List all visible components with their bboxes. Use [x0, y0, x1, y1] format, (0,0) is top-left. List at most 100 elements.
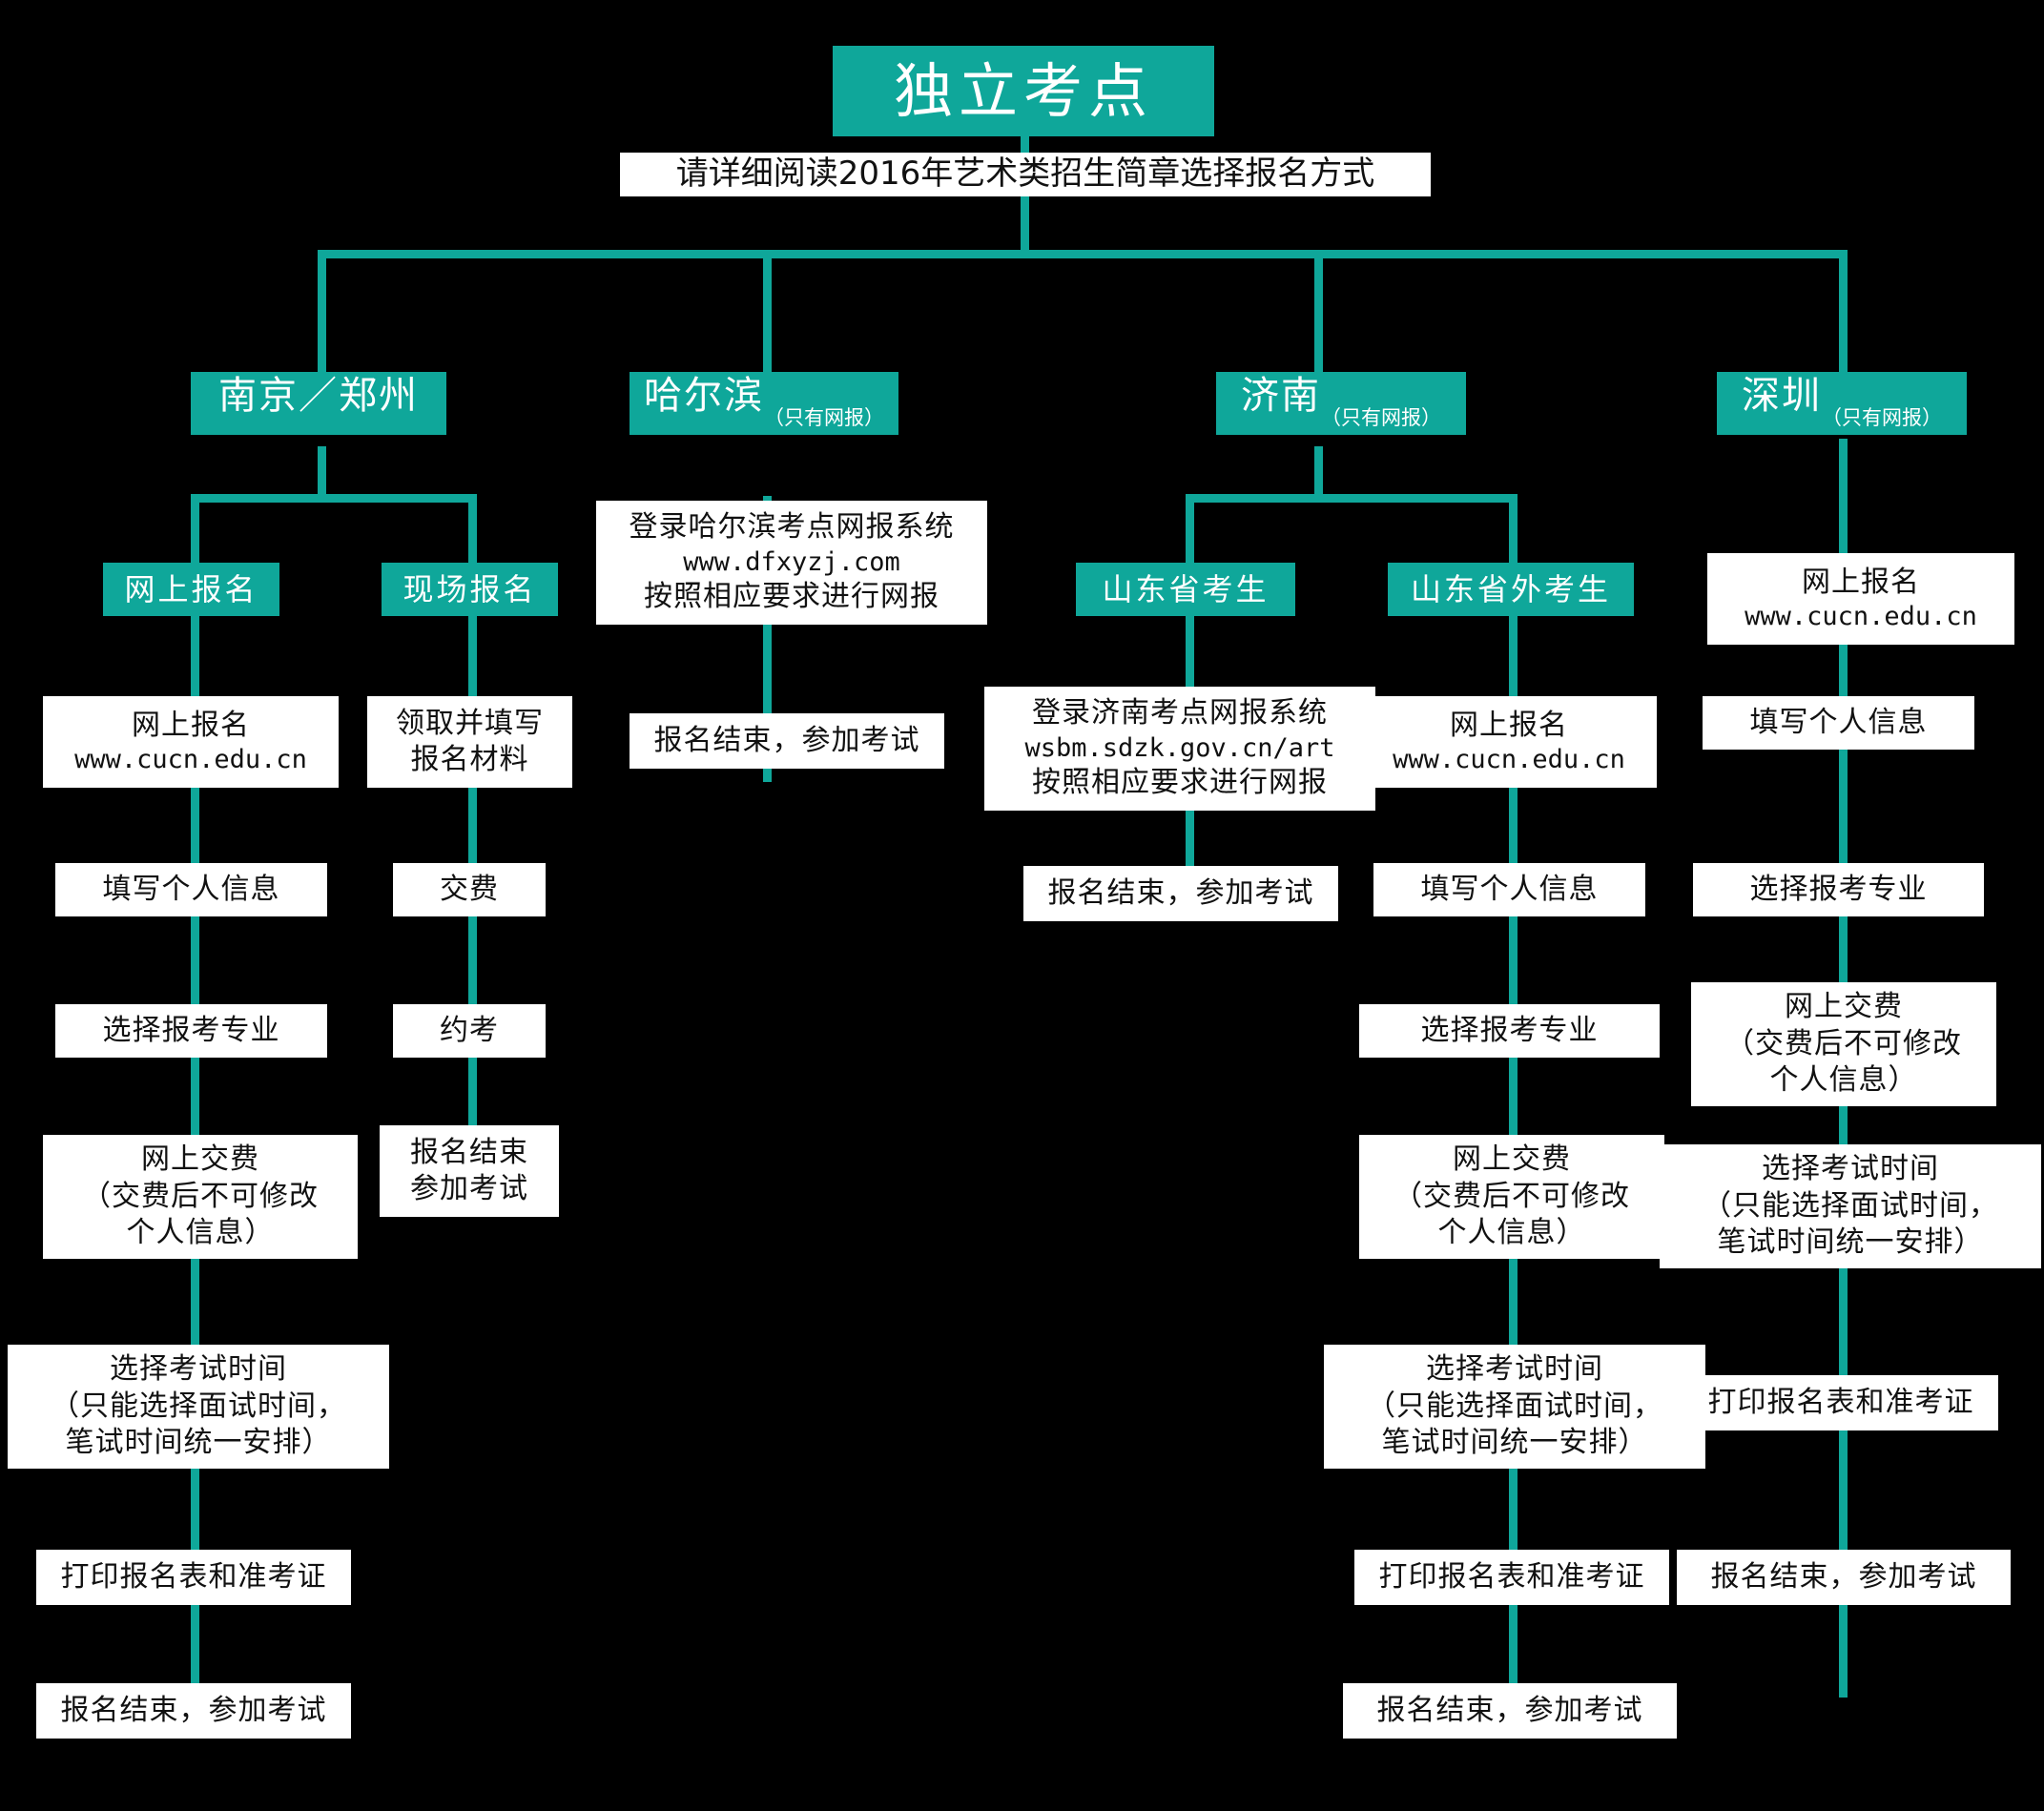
step-box: 填写个人信息 — [1703, 696, 1974, 750]
connector-jn-in-drop — [1186, 494, 1194, 561]
step-box: 领取并填写 报名材料 — [367, 696, 572, 788]
branch-shenzhen[interactable]: 深圳 （只有网报） — [1717, 372, 1967, 435]
step-box: 报名结束 参加考试 — [380, 1125, 559, 1217]
step-line: 登录济南考点网报系统 — [1032, 696, 1328, 731]
step-line: （交费后不可修改 — [1725, 1026, 1962, 1060]
step-box: 约考 — [393, 1004, 546, 1058]
branch-nanjing-zhengzhou[interactable]: 南京／郑州 — [191, 372, 446, 435]
step-line: 按照相应要求进行网报 — [644, 580, 939, 614]
step-url: www.dfxyzj.com — [683, 546, 900, 577]
subbranch-nanjing-onsite[interactable]: 现场报名 — [382, 563, 558, 616]
step-line: 笔试时间统一安排） — [1717, 1225, 1984, 1260]
connector-jn-down — [1314, 446, 1323, 500]
step-url: www.cucn.edu.cn — [1393, 744, 1625, 774]
step-line: 选择报考专业 — [1749, 872, 1928, 906]
subbranch-label: 山东省考生 — [1102, 570, 1270, 607]
step-line: 领取并填写 — [396, 706, 544, 740]
subbranch-nanjing-online[interactable]: 网上报名 — [103, 563, 279, 616]
connector-nj-split — [191, 494, 477, 503]
step-box: 选择报考专业 — [55, 1004, 327, 1058]
step-box: 报名结束，参加考试 — [630, 713, 944, 769]
step-line: 个人信息） — [1437, 1216, 1586, 1250]
connector-jn-out-drop — [1509, 494, 1518, 561]
step-line: 打印报名表和准考证 — [1378, 1559, 1645, 1594]
step-box: 网上交费 （交费后不可修改 个人信息） — [1691, 982, 1996, 1106]
branch-note: （只有网报） — [1321, 406, 1441, 430]
step-line: 填写个人信息 — [102, 872, 280, 906]
step-line: 网上报名 — [1450, 708, 1568, 742]
step-line: 网上报名 — [1802, 565, 1920, 599]
connector-harbin-spine — [763, 496, 772, 782]
step-line: 打印报名表和准考证 — [60, 1559, 327, 1594]
step-line: 按照相应要求进行网报 — [1032, 766, 1328, 800]
step-line: 笔试时间统一安排） — [1381, 1426, 1648, 1460]
connector-drop-shenzhen — [1839, 250, 1848, 280]
connector-title-to-subtitle — [1021, 132, 1029, 170]
connector-nanjing-stem — [318, 277, 326, 372]
step-line: 选择考试时间 — [1762, 1152, 1939, 1186]
step-line: 个人信息） — [126, 1216, 275, 1250]
step-line: （交费后不可修改 — [82, 1179, 319, 1213]
step-box: 网上报名 www.cucn.edu.cn — [43, 696, 339, 788]
connector-harbin-stem — [763, 277, 772, 372]
connector-nj-down — [318, 446, 326, 500]
connector-jn-split — [1186, 494, 1518, 503]
connector-main-distributor — [318, 250, 1848, 258]
step-line: 网上交费 — [1785, 990, 1903, 1024]
branch-jinan[interactable]: 济南 （只有网报） — [1216, 372, 1466, 435]
branch-label: 济南 — [1241, 374, 1321, 418]
step-box: 登录哈尔滨考点网报系统 www.dfxyzj.com 按照相应要求进行网报 — [596, 501, 987, 625]
step-line: 报名结束，参加考试 — [653, 723, 920, 757]
branch-note: （只有网报） — [1822, 406, 1942, 430]
connector-drop-nanjing — [318, 250, 326, 280]
step-box: 网上交费 （交费后不可修改 个人信息） — [43, 1135, 358, 1259]
page-title-text: 独立考点 — [893, 55, 1153, 126]
step-box: 选择考试时间 （只能选择面试时间， 笔试时间统一安排） — [1660, 1144, 2041, 1268]
step-line: 交费 — [440, 872, 499, 906]
connector-nj-online-drop — [191, 494, 199, 561]
step-line: 填写个人信息 — [1749, 705, 1928, 739]
step-box: 填写个人信息 — [1373, 863, 1645, 916]
step-line: 填写个人信息 — [1420, 872, 1599, 906]
step-line: 报名材料 — [410, 743, 529, 776]
step-url: www.cucn.edu.cn — [1745, 601, 1977, 631]
step-box: 选择报考专业 — [1359, 1004, 1660, 1058]
step-box: 报名结束，参加考试 — [36, 1683, 351, 1739]
step-box: 打印报名表和准考证 — [1354, 1550, 1669, 1605]
step-line: 报名结束，参加考试 — [1376, 1693, 1643, 1727]
step-line: 打印报名表和准考证 — [1707, 1385, 1974, 1419]
step-box: 选择考试时间 （只能选择面试时间， 笔试时间统一安排） — [1324, 1345, 1705, 1469]
subbranch-shandong-out[interactable]: 山东省外考生 — [1388, 563, 1634, 616]
connector-jinan-stem — [1314, 277, 1323, 372]
step-line: 报名结束，参加考试 — [1710, 1559, 1977, 1594]
step-box: 选择考试时间 （只能选择面试时间， 笔试时间统一安排） — [8, 1345, 389, 1469]
step-box: 打印报名表和准考证 — [1683, 1375, 1998, 1430]
step-line: （交费后不可修改 — [1394, 1179, 1630, 1213]
step-line: 约考 — [440, 1013, 499, 1047]
branch-label: 南京／郑州 — [218, 374, 419, 418]
step-url: wsbm.sdzk.gov.cn/art — [1024, 732, 1335, 763]
step-line: 报名结束 — [410, 1135, 528, 1169]
step-line: （只能选择面试时间， — [1367, 1389, 1662, 1423]
branch-label: 深圳 — [1742, 374, 1822, 418]
branch-label: 哈尔滨 — [644, 374, 764, 418]
subbranch-shandong-in[interactable]: 山东省考生 — [1076, 563, 1295, 616]
connector-nj-onsite-drop — [468, 494, 477, 561]
page-title: 独立考点 — [833, 46, 1214, 136]
step-box: 网上报名 www.cucn.edu.cn — [1707, 553, 2014, 645]
subtitle-banner: 请详细阅读2016年艺术类招生简章选择报名方式 — [620, 153, 1431, 196]
step-line: 登录哈尔滨考点网报系统 — [629, 510, 955, 545]
step-line: （只能选择面试时间， — [1703, 1188, 1998, 1223]
branch-harbin[interactable]: 哈尔滨 （只有网报） — [630, 372, 898, 435]
subbranch-label: 网上报名 — [124, 570, 258, 607]
subbranch-label: 山东省外考生 — [1410, 570, 1611, 607]
connector-subtitle-down — [1021, 195, 1029, 256]
step-line: 选择考试时间 — [110, 1352, 287, 1387]
step-line: 网上报名 — [132, 708, 250, 742]
step-line: 网上交费 — [141, 1142, 259, 1177]
step-line: 个人信息） — [1769, 1063, 1918, 1098]
step-box: 报名结束，参加考试 — [1677, 1550, 2011, 1605]
step-box: 网上交费 （交费后不可修改 个人信息） — [1359, 1135, 1664, 1259]
subtitle-text: 请详细阅读2016年艺术类招生简章选择报名方式 — [675, 154, 1375, 194]
